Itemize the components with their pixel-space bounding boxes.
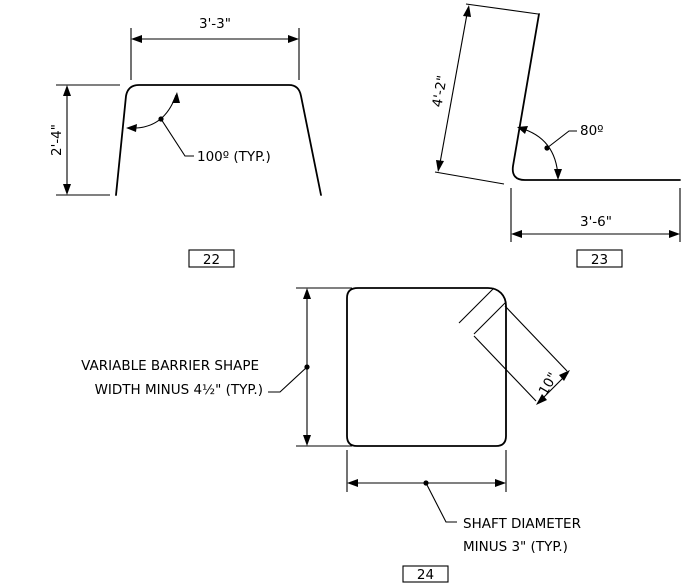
figure-number-box-22 [188, 249, 235, 268]
barrier-shape-24 [346, 287, 507, 447]
figure-24: 10" VARIABLE BARRIER SHAPE WIDTH MINUS 4… [81, 287, 581, 583]
height-dimension-label-22: 2'-4" [49, 124, 65, 156]
corner-dimension-label-24: 10" [536, 370, 562, 398]
figure-number-23: 23 [591, 252, 608, 268]
barrier-shape-22 [115, 84, 322, 196]
width-note-line-1: VARIABLE BARRIER SHAPE [81, 358, 259, 374]
figure-number-box-24 [402, 565, 449, 583]
width-note-line-2: WIDTH MINUS 4½" (TYP.) [95, 382, 263, 398]
base-dimension-23: 3'-6" [510, 188, 681, 242]
height-dimension-22: 2'-4" [49, 84, 120, 196]
angle-callout-23: 80º [517, 123, 604, 180]
shaft-note-line-2: MINUS 3" (TYP.) [463, 539, 568, 555]
length-dimension-label-23: 4'-2" [429, 74, 450, 108]
base-dimension-label-23: 3'-6" [580, 214, 612, 230]
shaft-dimension-24: SHAFT DIAMETER MINUS 3" (TYP.) [346, 450, 581, 555]
figure-number-24: 24 [417, 567, 434, 583]
width-dimension-22: 3'-3" [130, 16, 300, 80]
angle-callout-22: 100º (TYP.) [126, 92, 271, 165]
width-dimension-label-22: 3'-3" [199, 16, 231, 32]
corner-dimension-24: 10" [458, 287, 570, 405]
width-dimension-24: VARIABLE BARRIER SHAPE WIDTH MINUS 4½" (… [81, 287, 352, 447]
figure-22: 3'-3" 2'-4" 100º (TYP.) 22 [49, 16, 322, 268]
shaft-note-line-1: SHAFT DIAMETER [463, 516, 581, 532]
length-dimension-23: 4'-2" [429, 3, 539, 185]
figure-number-22: 22 [203, 252, 220, 268]
figure-23: 4'-2" 80º 3'-6" 23 [429, 3, 681, 268]
angle-note-22: 100º (TYP.) [197, 149, 271, 165]
angle-note-23: 80º [580, 123, 604, 139]
figure-number-box-23 [576, 249, 623, 268]
barrier-shape-23 [511, 13, 681, 181]
